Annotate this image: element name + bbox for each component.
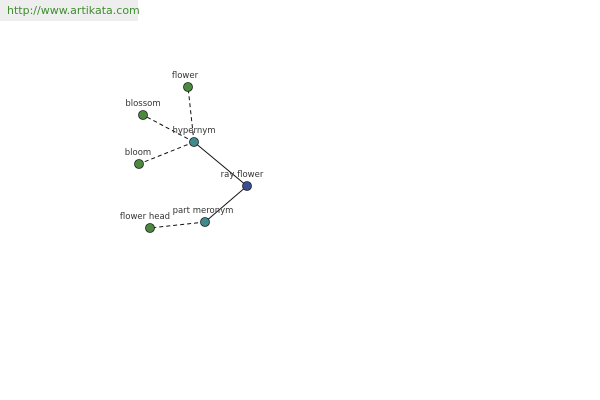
node-label-hypernym: hypernym	[172, 126, 215, 136]
edge-hypernym-flower	[187, 86, 195, 143]
node-hypernym[interactable]: hypernym	[172, 126, 216, 147]
node-dot-blossom[interactable]	[138, 110, 148, 120]
site-url[interactable]: http://www.artikata.com	[7, 4, 140, 17]
node-dot-flower[interactable]	[183, 82, 193, 92]
node-part-meronym[interactable]: part meronym	[173, 206, 234, 227]
node-label-bloom: bloom	[125, 148, 151, 158]
edge-part-meronym-ray-flower	[204, 185, 248, 223]
node-ray-flower[interactable]: ray flower	[221, 170, 264, 191]
url-banner: http://www.artikata.com	[0, 0, 140, 21]
node-dot-part-meronym[interactable]	[200, 217, 210, 227]
node-label-flower-head: flower head	[120, 212, 170, 222]
node-dot-flower-head[interactable]	[145, 223, 155, 233]
edges-layer	[138, 86, 248, 229]
node-label-flower: flower	[172, 71, 199, 81]
edge-hypernym-blossom	[142, 114, 195, 143]
edge-hypernym-ray-flower	[193, 141, 248, 187]
edge-part-meronym-flower-head	[149, 221, 206, 229]
node-blossom[interactable]: blossom	[125, 99, 161, 120]
node-label-blossom: blossom	[125, 99, 160, 109]
edge-hypernym-bloom	[138, 141, 195, 165]
node-dot-hypernym[interactable]	[189, 137, 199, 147]
node-label-part-meronym: part meronym	[173, 206, 234, 216]
node-flower[interactable]: flower	[172, 71, 199, 92]
node-bloom[interactable]: bloom	[125, 148, 151, 169]
node-flower-head[interactable]: flower head	[120, 212, 170, 233]
node-label-ray-flower: ray flower	[221, 170, 264, 180]
node-dot-bloom[interactable]	[134, 159, 144, 169]
node-dot-ray-flower[interactable]	[242, 181, 252, 191]
nodes-layer: flower blossom hypernym bloom ray flower part…	[120, 71, 264, 233]
